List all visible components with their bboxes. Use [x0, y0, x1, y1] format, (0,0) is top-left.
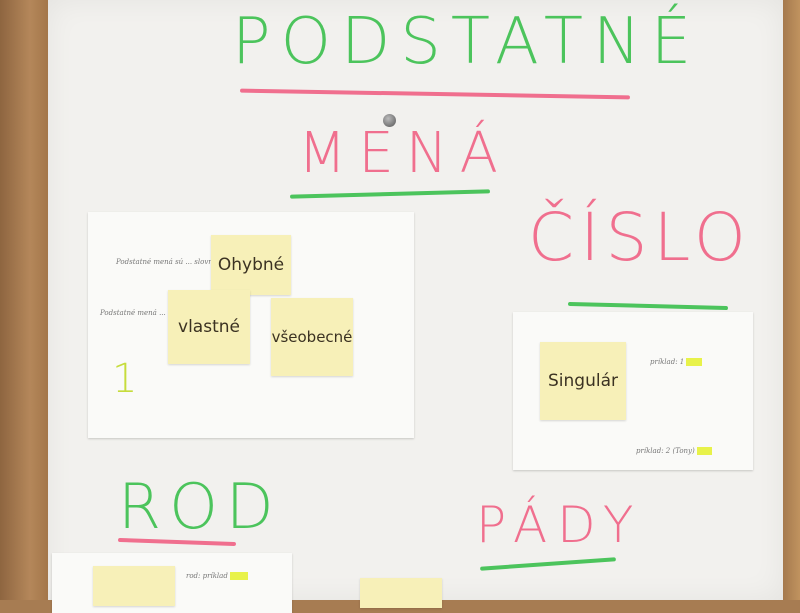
bottom-sheet-example-prefix: rod: príklad	[186, 572, 228, 580]
highlight-mark	[696, 447, 713, 455]
sticky-note-bottom-middle[interactable]	[360, 578, 442, 608]
sticky-note-singular[interactable]: Singulár	[540, 342, 626, 420]
heading-cislo: ČÍSLO	[528, 199, 752, 276]
right-sheet-example1-prefix: príklad: 1	[650, 358, 685, 366]
left-sheet-text-line1: Podstatné mená sú ... slovné druhy.	[116, 258, 242, 266]
poster-title-line1: PODSTATNÉ	[232, 5, 702, 79]
right-sheet-example2-prefix: príklad: 2 (Tony)	[636, 447, 695, 455]
pushpin-icon	[383, 114, 396, 127]
right-sheet-example2: príklad: 2 (Tony)	[636, 447, 713, 455]
sticky-note-singular-label: Singulár	[548, 371, 618, 391]
heading-pady: PÁDY	[476, 496, 644, 554]
sticky-note-bottom-left[interactable]	[93, 566, 175, 606]
left-sheet-digit: 1	[112, 356, 138, 402]
left-sheet-text-line2: Podstatné mená ...	[100, 309, 166, 317]
sticky-note-vlastne-label: vlastné	[178, 317, 240, 337]
sticky-note-vlastne[interactable]: vlastné	[168, 290, 250, 364]
wooden-wall-left	[0, 0, 50, 600]
sticky-note-ohybne-label: Ohybné	[217, 255, 285, 275]
poster-title-line2: MENÁ	[298, 121, 510, 186]
highlight-mark	[230, 572, 248, 580]
heading-rod: ROD	[118, 470, 282, 543]
sticky-note-vseobecne-label: všeobecné	[271, 328, 353, 346]
highlight-mark	[686, 358, 702, 366]
sticky-note-vseobecne[interactable]: všeobecné	[271, 298, 353, 376]
bottom-sheet-example: rod: príklad	[186, 572, 248, 580]
sticky-note-ohybne[interactable]: Ohybné	[211, 235, 291, 295]
right-sheet-example1: príklad: 1	[650, 358, 702, 366]
